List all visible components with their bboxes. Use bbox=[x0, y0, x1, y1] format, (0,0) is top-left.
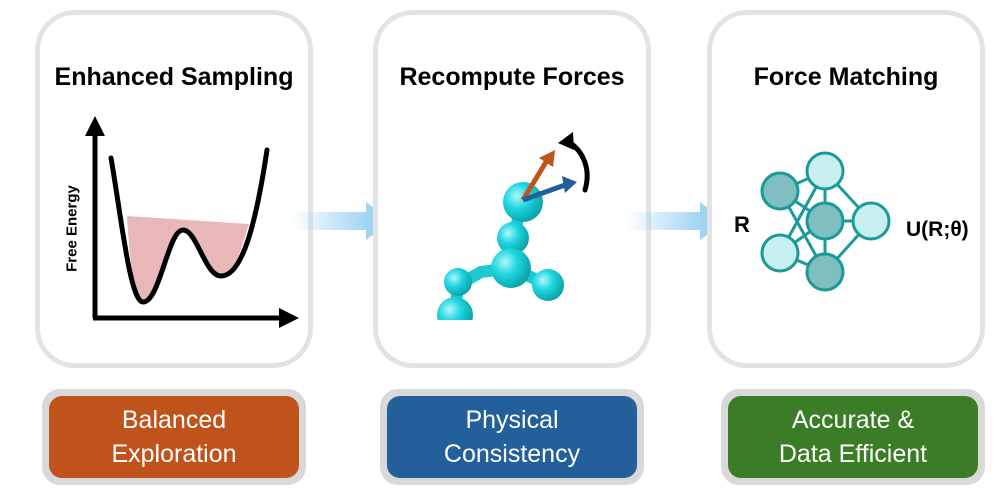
atom bbox=[437, 297, 473, 320]
label-line-2: Consistency bbox=[443, 440, 581, 468]
panel-title: Recompute Forces bbox=[399, 63, 625, 91]
label-line-1: Physical bbox=[465, 406, 559, 434]
label-line-1: Accurate & bbox=[791, 406, 915, 434]
neural-network-diagram bbox=[760, 151, 891, 292]
atom bbox=[532, 269, 564, 301]
free-energy-plot bbox=[85, 116, 299, 328]
label-line-2: Exploration bbox=[111, 440, 237, 468]
label-line-2: Data Efficient bbox=[778, 440, 928, 468]
nn-node bbox=[760, 233, 800, 273]
panel-title: Force Matching bbox=[753, 63, 939, 91]
force-arrow-orange bbox=[520, 160, 549, 202]
panel-title: Enhanced Sampling bbox=[54, 63, 294, 91]
x-axis-arrowhead bbox=[279, 308, 299, 328]
label-physical-consistency: Physical Consistency bbox=[380, 389, 644, 485]
nn-node bbox=[805, 252, 845, 292]
label-balanced-exploration: Balanced Exploration bbox=[42, 389, 306, 485]
label-accurate-data-efficient: Accurate & Data Efficient bbox=[721, 389, 985, 485]
panel-enhanced-sampling: Enhanced Sampling bbox=[35, 10, 313, 368]
molecule-illustration bbox=[437, 132, 590, 320]
nn-node bbox=[760, 171, 800, 211]
panel-force-matching: Force Matching bbox=[707, 10, 985, 368]
force-arrow-blue bbox=[522, 182, 566, 203]
nn-input-label: R bbox=[734, 212, 750, 237]
free-energy-fill bbox=[127, 216, 249, 302]
atom bbox=[503, 182, 543, 222]
label-line-1: Balanced bbox=[121, 406, 227, 434]
atom bbox=[444, 268, 472, 296]
y-axis-label: Free Energy bbox=[63, 185, 81, 272]
atom bbox=[497, 222, 529, 254]
atom bbox=[491, 248, 531, 288]
free-energy-curve bbox=[108, 147, 270, 305]
nn-node bbox=[805, 201, 845, 241]
nn-output-label: U(R;θ) bbox=[906, 218, 969, 241]
nn-node bbox=[851, 201, 891, 241]
nn-node bbox=[805, 151, 845, 191]
y-axis-arrowhead bbox=[85, 116, 105, 136]
